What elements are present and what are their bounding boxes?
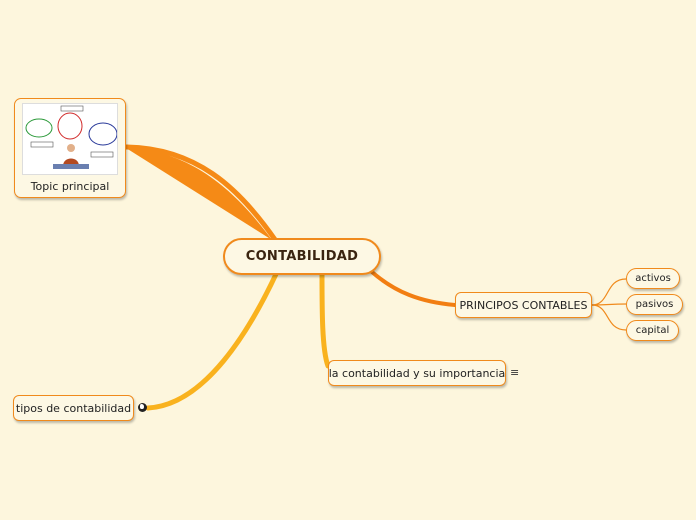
pasivos-node[interactable]: pasivos	[626, 294, 683, 315]
branch-topic-principal	[126, 148, 272, 240]
branch-importancia-line	[319, 271, 331, 369]
connector-activos	[591, 278, 627, 306]
branch-topic-principal-line	[123, 144, 279, 244]
globe-link-icon[interactable]	[138, 403, 147, 412]
notes-icon[interactable]: ≡	[510, 366, 520, 379]
connector-capital	[591, 304, 627, 331]
principios-contables-node[interactable]: PRINCIPOS CONTABLES	[455, 292, 592, 318]
topic-principal-label: Topic principal	[30, 180, 110, 193]
business-presentation-image	[22, 103, 118, 175]
importancia-node[interactable]: la contabilidad y su importancia	[328, 360, 506, 386]
central-topic[interactable]: CONTABILIDAD	[223, 238, 381, 275]
activos-node[interactable]: activos	[626, 268, 680, 289]
topic-principal-node[interactable]: Topic principal	[14, 98, 126, 198]
capital-node[interactable]: capital	[626, 320, 679, 341]
branch-principios-line	[370, 270, 457, 307]
tipos-contabilidad-node[interactable]: tipos de contabilidad	[13, 395, 134, 421]
branch-tipos-line	[145, 269, 280, 411]
